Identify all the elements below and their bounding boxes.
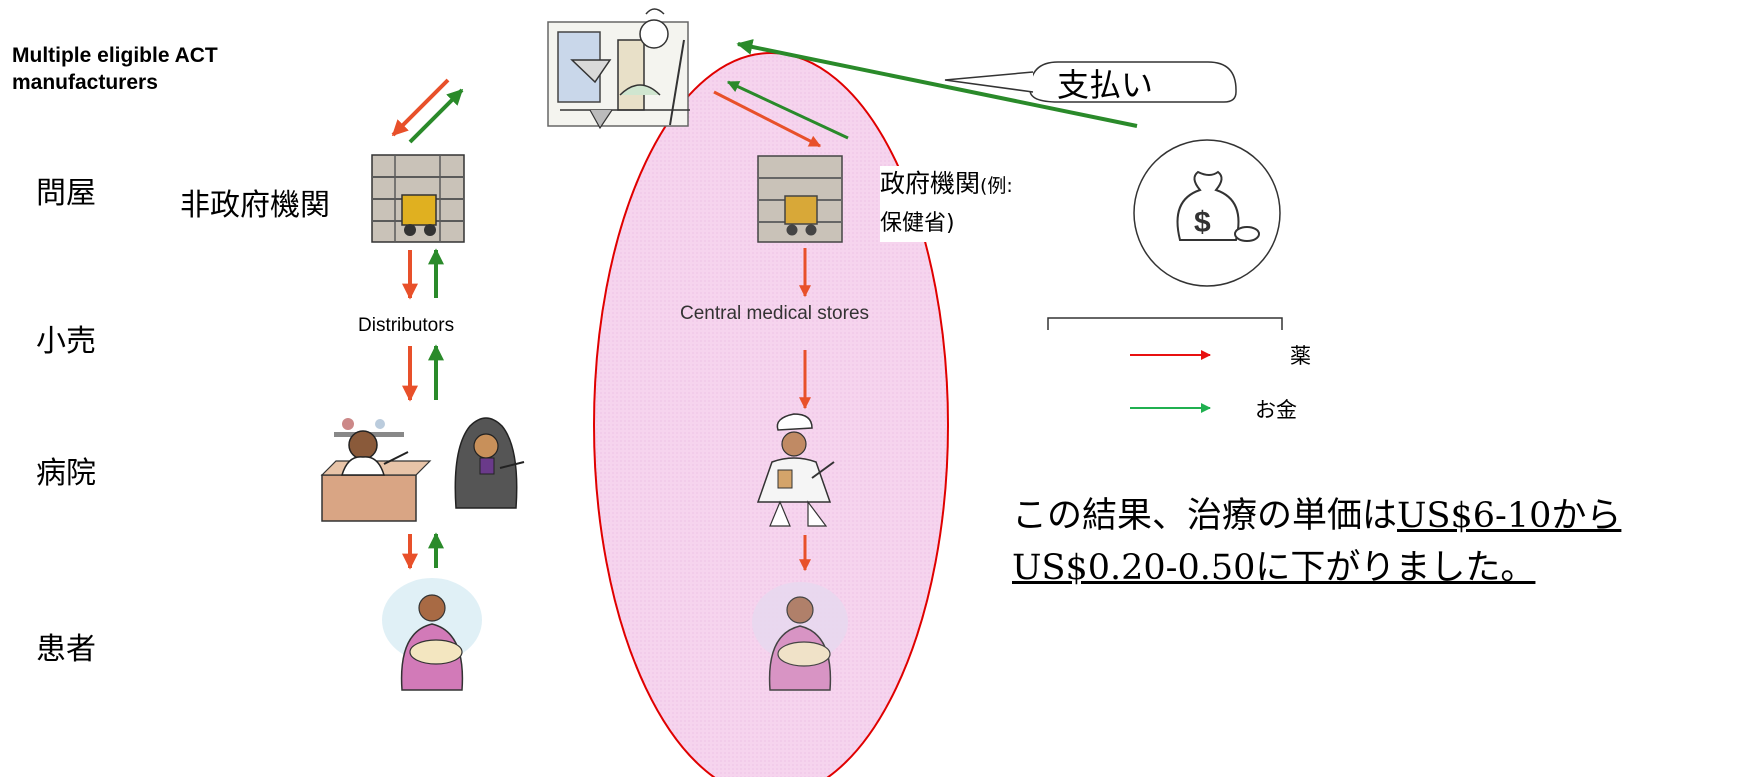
arrow-money-gov-to-factory [726, 80, 849, 140]
row-label-wholesale: 問屋 [36, 176, 96, 211]
price-reduction-note: この結果、治療の単価はUS$6-10から US$0.20-0.50に下がりました… [1012, 490, 1752, 594]
mother-baby-icon-gov [752, 582, 848, 691]
legend-bracket [1047, 317, 1283, 330]
arrow-medicine-factory-to-gov [713, 90, 822, 148]
arrow-medicine-factory-to-ngo [391, 78, 450, 137]
government-channel-oval [593, 52, 949, 777]
vendor-woman-icon [454, 417, 525, 509]
payment-callout [1029, 61, 1237, 103]
arrow-money-payment-to-factory [736, 39, 1138, 128]
government-agency-line2: 保健省) [880, 211, 955, 236]
svg-text:$: $ [1194, 206, 1211, 239]
legend-medicine-label: 薬 [1290, 344, 1311, 368]
warehouse-forklift-icon-gov [757, 155, 843, 243]
payment-callout-tail [944, 71, 1034, 93]
row-label-retail: 小売 [36, 324, 96, 359]
warehouse-forklift-icon [371, 154, 465, 243]
note-lead: この結果、治療の単価は [1012, 496, 1398, 536]
legend-money-label: お金 [1255, 398, 1297, 422]
government-agency-label: 政府機関(例: 保健省) [880, 166, 1021, 242]
mother-baby-icon [382, 578, 482, 691]
money-bag-icon: $ [1133, 139, 1281, 287]
government-agency-name: 政府機関 [880, 169, 981, 198]
arrow-money-ngo-to-factory [408, 88, 464, 144]
central-medical-stores-label: Central medical stores [680, 303, 870, 324]
note-underlined: US$6-10から US$0.20-0.50に下がりました。 [1012, 496, 1622, 588]
government-agency-example: (例: [980, 175, 1013, 197]
row-label-patient: 患者 [36, 632, 96, 667]
nurse-icon [756, 413, 835, 527]
manufacturers-header: Multiple eligible ACT manufacturers [12, 44, 218, 94]
payment-label: 支払い [1057, 66, 1154, 104]
distributors-label: Distributors [358, 315, 455, 336]
row-label-hospital: 病院 [36, 456, 96, 491]
ngo-label: 非政府機関 [180, 188, 330, 223]
factory-icon [547, 8, 690, 130]
pharmacist-icon [320, 418, 432, 522]
